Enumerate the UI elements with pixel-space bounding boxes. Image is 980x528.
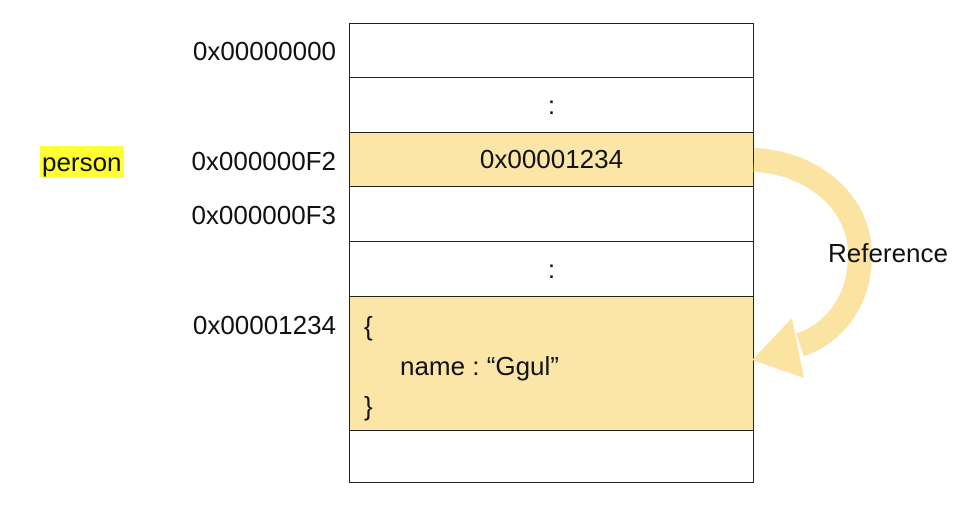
memory-cell [350,431,753,483]
memory-cell-object: { name : “Ggul” } [350,297,753,431]
memory-cell-value: 0x00001234 [479,144,624,174]
address-label: 0x00000000 [192,36,336,66]
address-label: 0x000000F2 [191,146,336,176]
memory-cell [350,24,753,78]
reference-arrow-body [753,148,873,357]
object-close-brace: } [364,391,373,421]
memory-cell: : [350,242,753,297]
memory-cell: : [350,78,753,133]
reference-arrow-icon [752,148,873,378]
object-open-brace: { [364,311,373,341]
memory-cell-reference: 0x00001234 [350,133,753,187]
memory-cell-value: : [547,253,556,284]
address-label: 0x00001234 [192,310,336,340]
memory-cell [350,187,753,242]
object-property: name : “Ggul” [400,351,559,381]
reference-arrow-head [752,318,804,378]
variable-name-label: person [40,146,124,178]
reference-label: Reference [828,238,948,268]
memory-cell-value: : [547,89,556,120]
memory-table: : 0x00001234 : { name : “Ggul” } [349,23,754,483]
address-label: 0x000000F3 [191,200,336,230]
